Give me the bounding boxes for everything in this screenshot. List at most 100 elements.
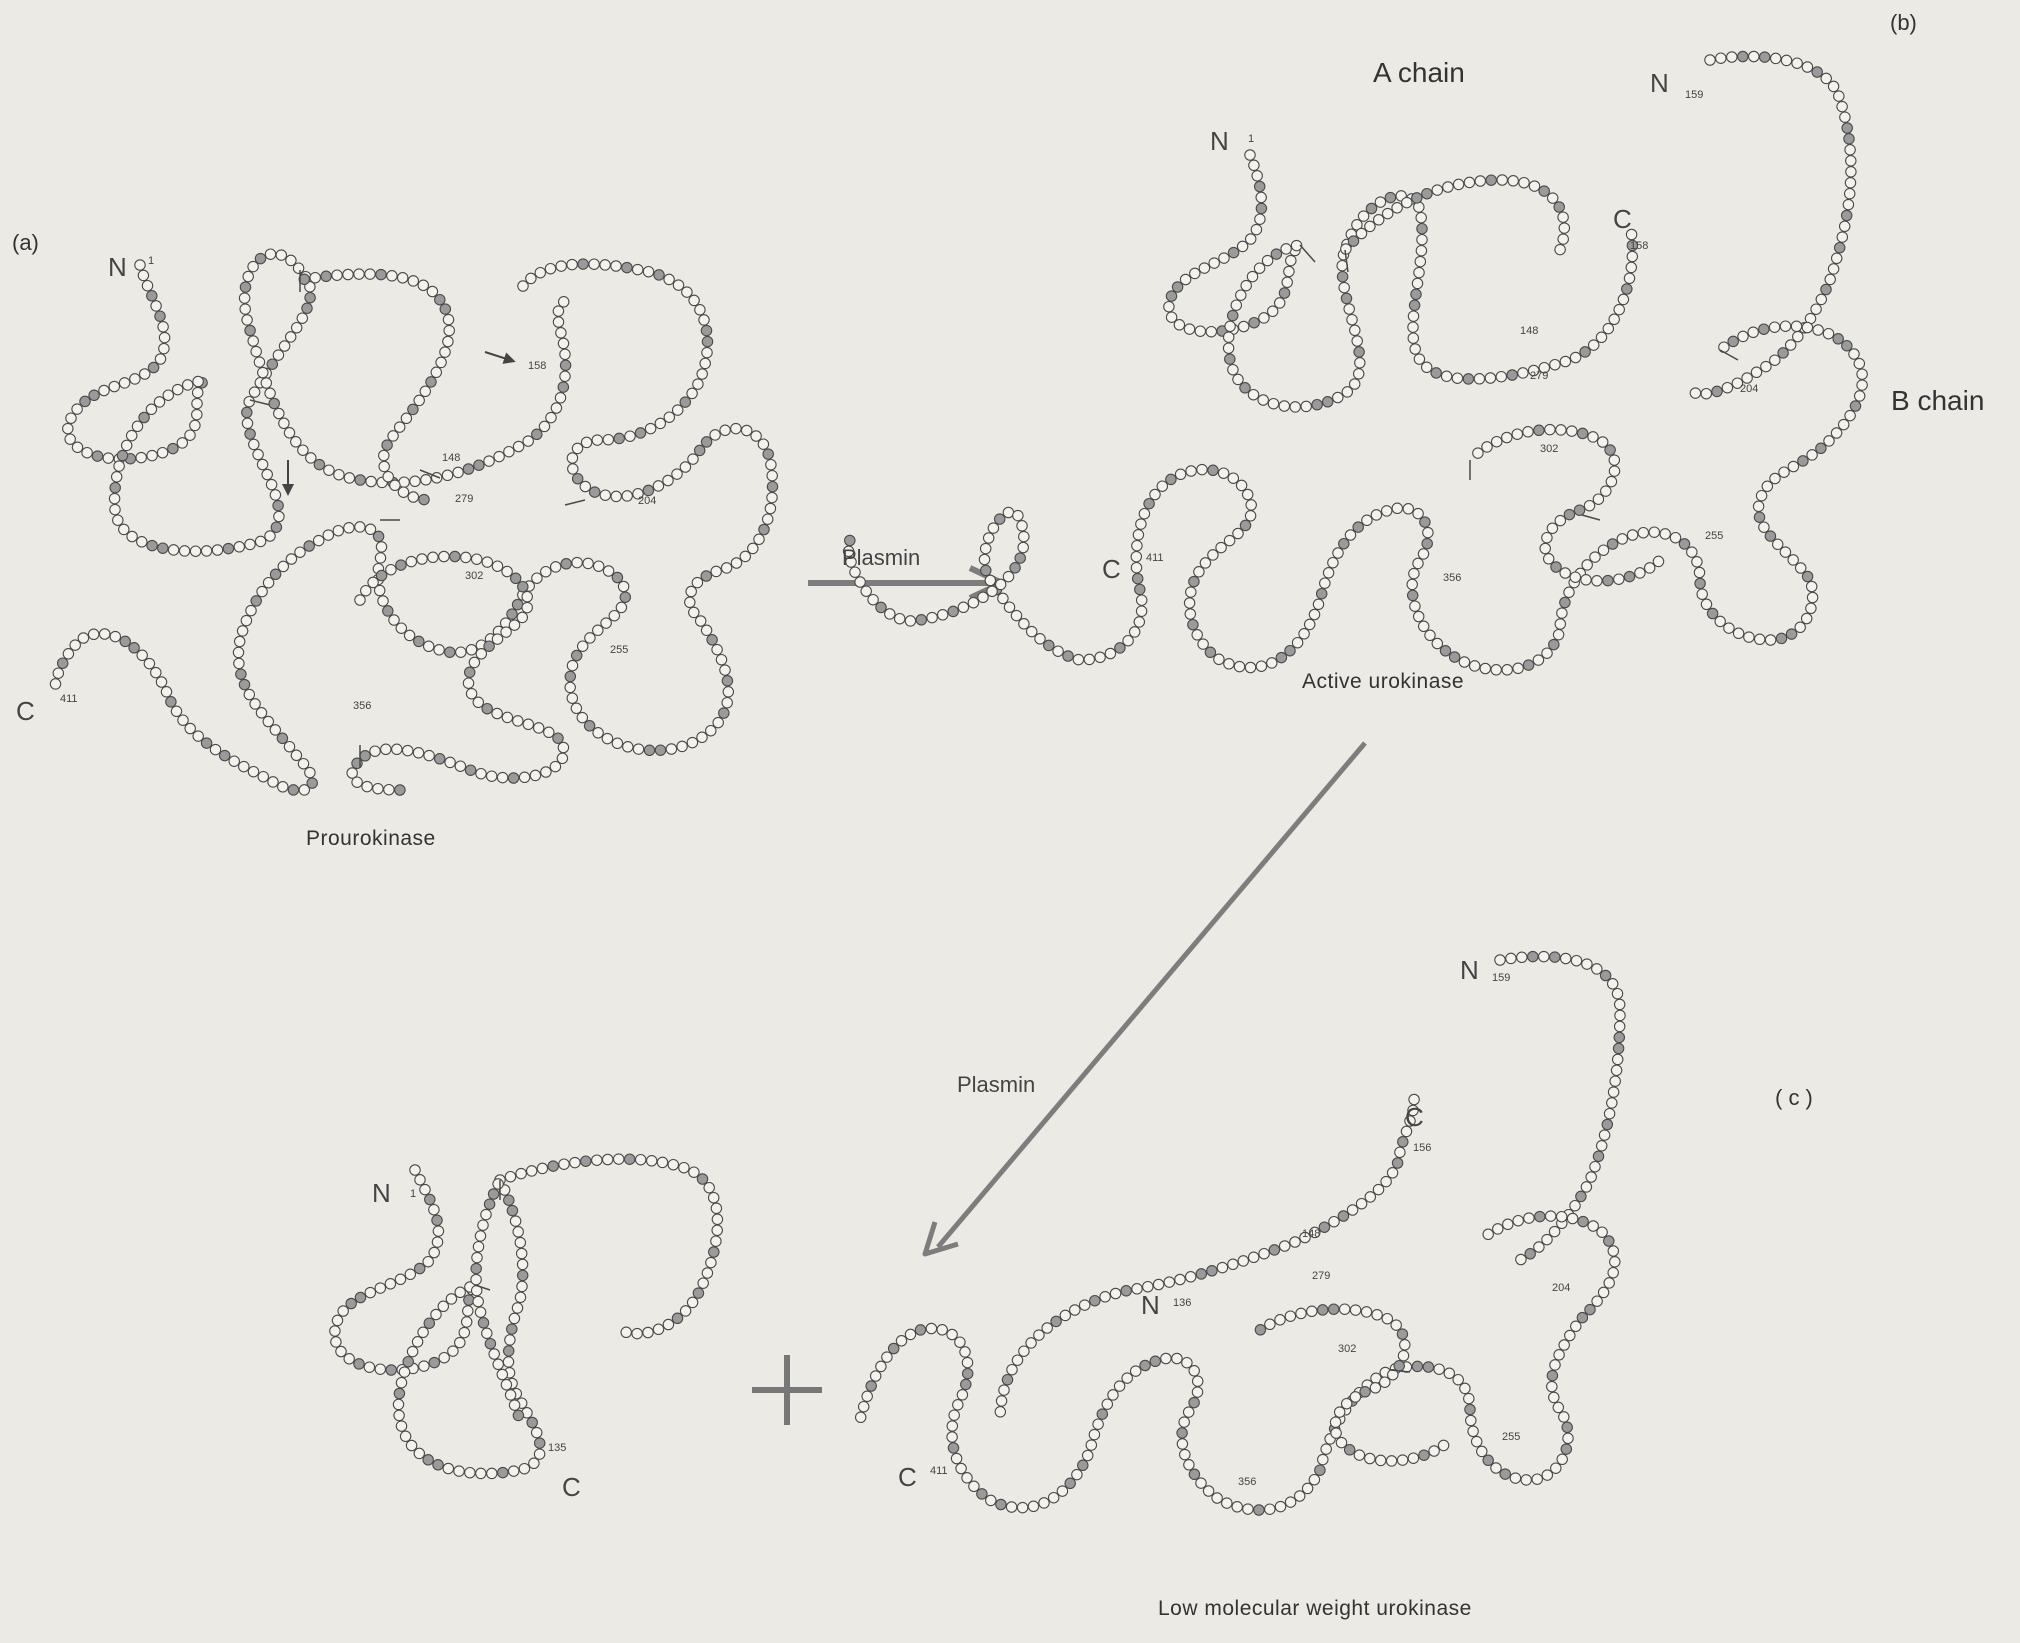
residue-circle xyxy=(1216,542,1226,552)
residue-circle xyxy=(1015,553,1025,563)
residue-circle xyxy=(1497,175,1507,185)
residue-circle xyxy=(279,418,289,428)
residue-circle xyxy=(1599,1130,1609,1140)
residue-circle xyxy=(389,615,399,625)
residue-circle xyxy=(286,554,296,564)
residue-circle xyxy=(505,1172,515,1182)
residue-circle xyxy=(618,581,628,591)
residue-circle xyxy=(503,1357,513,1367)
residue-circle xyxy=(655,745,665,755)
residue-circle xyxy=(593,728,603,738)
residue-circle xyxy=(1410,601,1420,611)
residue-circle xyxy=(425,1194,435,1204)
residue-circle xyxy=(1776,633,1786,643)
residue-circle xyxy=(1601,486,1611,496)
residue-circle xyxy=(1380,1377,1390,1387)
residue-circle xyxy=(1339,539,1349,549)
residue-circle xyxy=(988,523,998,533)
residue-circle xyxy=(701,625,711,635)
residue-circle xyxy=(465,765,475,775)
residue-circle xyxy=(1443,182,1453,192)
terminus-n-b-1: N xyxy=(1210,126,1229,157)
terminus-c-a: C xyxy=(16,696,35,727)
residue-circle xyxy=(1618,294,1628,304)
residue-circle xyxy=(1596,332,1606,342)
residue-circle xyxy=(352,777,362,787)
residue-circle xyxy=(689,1167,699,1177)
residue-circle xyxy=(577,712,587,722)
residue-circle xyxy=(590,487,600,497)
residue-circle xyxy=(1828,264,1838,274)
res-num-a-302: 302 xyxy=(465,570,483,582)
residue-circle xyxy=(600,260,610,270)
res-num-a-411: 411 xyxy=(60,693,78,705)
residue-circle xyxy=(242,315,252,325)
residue-circle xyxy=(1262,255,1272,265)
residue-circle xyxy=(1256,192,1266,202)
residue-circle xyxy=(92,451,102,461)
residue-circle xyxy=(502,566,512,576)
residue-circle xyxy=(1382,506,1392,516)
residue-circle xyxy=(100,629,110,639)
res-num-frag-1: 1 xyxy=(410,1188,416,1200)
residue-circle xyxy=(53,668,63,678)
residue-circle xyxy=(1114,1381,1124,1391)
residue-circle xyxy=(1010,563,1020,573)
residue-circle xyxy=(687,388,697,398)
residue-circle xyxy=(1330,1417,1340,1427)
residue-circle xyxy=(183,380,193,390)
residue-circle xyxy=(1687,547,1697,557)
residue-circle xyxy=(1560,356,1570,366)
residue-circle xyxy=(298,759,308,769)
residue-circle xyxy=(1842,210,1852,220)
residue-circle xyxy=(509,1400,519,1410)
residue-circle xyxy=(581,1156,591,1166)
residue-circle xyxy=(1722,383,1732,393)
residue-circle xyxy=(687,1297,697,1307)
residue-circle xyxy=(396,623,406,633)
residue-circle xyxy=(1542,533,1552,543)
residue-circle xyxy=(1407,579,1417,589)
residue-circle xyxy=(592,435,602,445)
residue-circle xyxy=(1365,1192,1375,1202)
residue-circle xyxy=(1617,534,1627,544)
residue-circle xyxy=(1097,1409,1107,1419)
residue-circle xyxy=(424,750,434,760)
residue-circle xyxy=(265,388,275,398)
residue-circle xyxy=(1480,663,1490,673)
residue-circle xyxy=(1816,294,1826,304)
residue-circle xyxy=(365,269,375,279)
residue-circle xyxy=(565,671,575,681)
residue-circle xyxy=(1422,189,1432,199)
residue-circle xyxy=(266,479,276,489)
residue-circle xyxy=(1551,1463,1561,1473)
residue-circle xyxy=(751,431,761,441)
residue-circle xyxy=(1558,234,1568,244)
residue-circle xyxy=(1185,609,1195,619)
residue-circle xyxy=(1845,145,1855,155)
residue-circle xyxy=(1564,509,1574,519)
residue-circle xyxy=(655,418,665,428)
residue-circle xyxy=(489,1349,499,1359)
residue-circle xyxy=(1228,310,1238,320)
residue-circle xyxy=(1760,52,1770,62)
residue-circle xyxy=(1271,249,1281,259)
residue-circle xyxy=(1413,558,1423,568)
residue-circle xyxy=(119,378,129,388)
residue-circle xyxy=(1174,320,1184,330)
residue-circle xyxy=(1190,268,1200,278)
residue-circle xyxy=(1166,474,1176,484)
a-chain-label: A chain xyxy=(1373,57,1465,89)
residue-circle xyxy=(1615,999,1625,1009)
residue-circle xyxy=(257,459,267,469)
res-num-b-279: 279 xyxy=(1530,370,1548,382)
residue-circle xyxy=(695,445,705,455)
residue-circle xyxy=(1780,547,1790,557)
residue-circle xyxy=(1773,539,1783,549)
residue-circle xyxy=(1592,576,1602,586)
residue-circle xyxy=(711,1236,721,1246)
residue-circle xyxy=(1532,1474,1542,1484)
residue-circle xyxy=(1387,1168,1397,1178)
residue-circle xyxy=(517,1259,527,1269)
residue-circle xyxy=(398,487,408,497)
